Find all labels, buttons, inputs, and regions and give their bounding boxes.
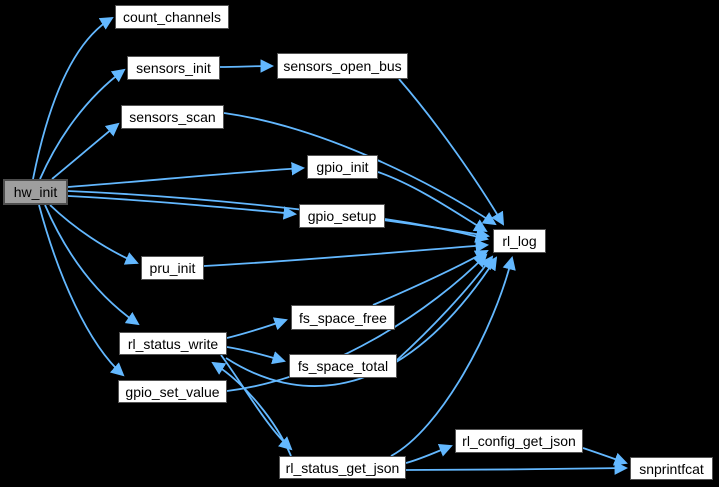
graph-node-rl_config_get_json[interactable]: rl_config_get_json <box>455 429 583 453</box>
call-edge-gpio_setup-to-rl_log <box>384 218 489 243</box>
graph-node-gpio_set_value[interactable]: gpio_set_value <box>118 380 227 403</box>
graph-node-fs_space_free[interactable]: fs_space_free <box>291 305 395 330</box>
call-edge-gpio_set_value-to-rl_log <box>226 253 488 392</box>
graph-node-count_channels[interactable]: count_channels <box>115 5 229 29</box>
graph-node-gpio_init[interactable]: gpio_init <box>307 155 378 179</box>
call-edge-hw_init-to-count_channels <box>32 16 114 180</box>
call-edge-hw_init-to-pru_init <box>49 204 139 265</box>
call-edge-rl_status_get_json-to-rl_log <box>390 256 516 457</box>
graph-node-gpio_setup[interactable]: gpio_setup <box>299 204 385 228</box>
call-edge-pru_init-to-rl_log <box>203 239 490 267</box>
call-edge-hw_init-to-gpio_init <box>67 161 306 188</box>
call-edge-sensors_open_bus-to-rl_log <box>398 78 505 226</box>
call-edge-fs_space_total-to-rl_log <box>396 255 494 361</box>
call-edge-hw_init-to-sensors_init <box>39 68 126 180</box>
call-edge-hw_init-to-gpio_setup <box>67 195 298 220</box>
call-edge-hw_init-to-gpio_set_value <box>38 204 125 377</box>
call-edges <box>32 16 629 475</box>
call-edge-rl_status_get_json-to-rl_config_get_json <box>405 443 453 464</box>
graph-node-rl_log[interactable]: rl_log <box>493 229 546 253</box>
graph-node-snprintfcat[interactable]: snprintfcat <box>630 457 713 480</box>
call-edge-hw_init-to-rl_status_write <box>44 204 140 326</box>
graph-node-rl_status_get_json[interactable]: rl_status_get_json <box>279 456 406 479</box>
graph-node-sensors_open_bus[interactable]: sensors_open_bus <box>277 53 408 79</box>
call-edge-sensors_scan-to-rl_log <box>223 112 497 226</box>
call-edge-rl_status_write-to-fs_space_total <box>226 346 286 365</box>
graph-node-hw_init: hw_init <box>3 179 68 205</box>
call-edge-fs_space_free-to-rl_log <box>372 250 489 306</box>
call-edge-rl_status_write-to-rl_log <box>225 256 498 387</box>
graph-node-fs_space_total[interactable]: fs_space_total <box>289 354 397 378</box>
call-edge-gpio_init-to-rl_log <box>377 171 488 233</box>
graph-node-rl_status_write[interactable]: rl_status_write <box>119 332 227 355</box>
graph-node-sensors_init[interactable]: sensors_init <box>127 56 220 80</box>
call-edge-rl_status_get_json-to-rl_status_write <box>211 361 292 457</box>
graph-node-pru_init[interactable]: pru_init <box>141 256 204 280</box>
call-edge-rl_status_get_json-to-snprintfcat <box>405 461 629 475</box>
call-edge-rl_status_write-to-fs_space_free <box>226 317 288 339</box>
call-edge-sensors_init-to-sensors_open_bus <box>219 59 275 73</box>
call-edge-hw_init-to-rl_log <box>67 190 490 241</box>
call-edge-hw_init-to-sensors_scan <box>51 122 120 180</box>
graph-node-sensors_scan[interactable]: sensors_scan <box>121 105 224 129</box>
call-edge-rl_config_get_json-to-snprintfcat <box>582 447 628 466</box>
